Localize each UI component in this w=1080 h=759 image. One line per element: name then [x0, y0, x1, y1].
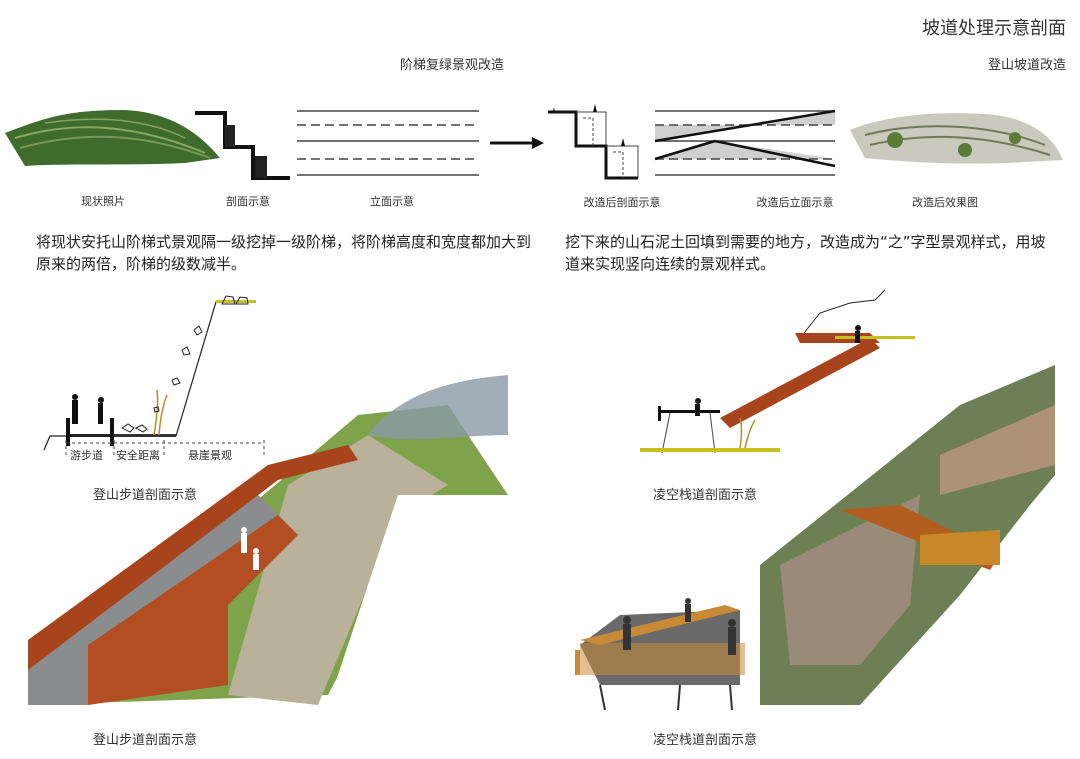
zone-label-trail: 游步道 — [70, 449, 103, 462]
caption-trail-render: 登山步道剖面示意 — [92, 733, 198, 748]
description-right: 挖下来的山石泥土回填到需要的地方，改造成为“之”字型景观样式，用坡道来实现竖向连… — [565, 233, 1046, 273]
skywalk-section-diagram — [640, 289, 915, 454]
stair-section-diagram — [195, 111, 290, 180]
caption-after-section: 改造后剖面示意 — [583, 196, 661, 209]
zone-label-safety-distance: 安全距离 — [116, 449, 160, 462]
caption-trail-section: 登山步道剖面示意 — [92, 488, 198, 503]
existing-hill-photo — [5, 110, 220, 166]
caption-skywalk-section: 凌空栈道剖面示意 — [652, 488, 758, 503]
description-left: 将现状安托山阶梯式景观隔一级挖掉一级阶梯，将阶梯高度和宽度都加大到原来的两倍，阶… — [36, 233, 532, 273]
caption-after-elevation: 改造后立面示意 — [756, 196, 834, 209]
section-title-stair-regreening: 阶梯复绿景观改造 — [400, 58, 505, 73]
trail-render-illustration — [28, 375, 508, 705]
caption-existing-photo: 现状照片 — [81, 195, 125, 208]
after-section-diagram — [548, 104, 639, 180]
section-title-mountain-ramp: 登山坡道改造 — [987, 58, 1066, 73]
page-title: 坡道处理示意剖面 — [922, 18, 1066, 39]
caption-after-effect: 改造后效果图 — [912, 196, 978, 209]
stair-elevation-diagram — [297, 110, 479, 176]
after-elevation-diagram — [654, 109, 836, 176]
trail-section-diagram — [43, 295, 265, 458]
after-effect-render — [850, 113, 1063, 164]
transform-arrow-icon — [490, 137, 544, 149]
skywalk-render-illustration — [575, 365, 1055, 711]
caption-elevation: 立面示意 — [370, 195, 414, 208]
zone-label-cliff-landscape: 悬崖景观 — [188, 449, 232, 462]
caption-skywalk-render: 凌空栈道剖面示意 — [652, 733, 758, 748]
caption-section: 剖面示意 — [226, 195, 270, 208]
